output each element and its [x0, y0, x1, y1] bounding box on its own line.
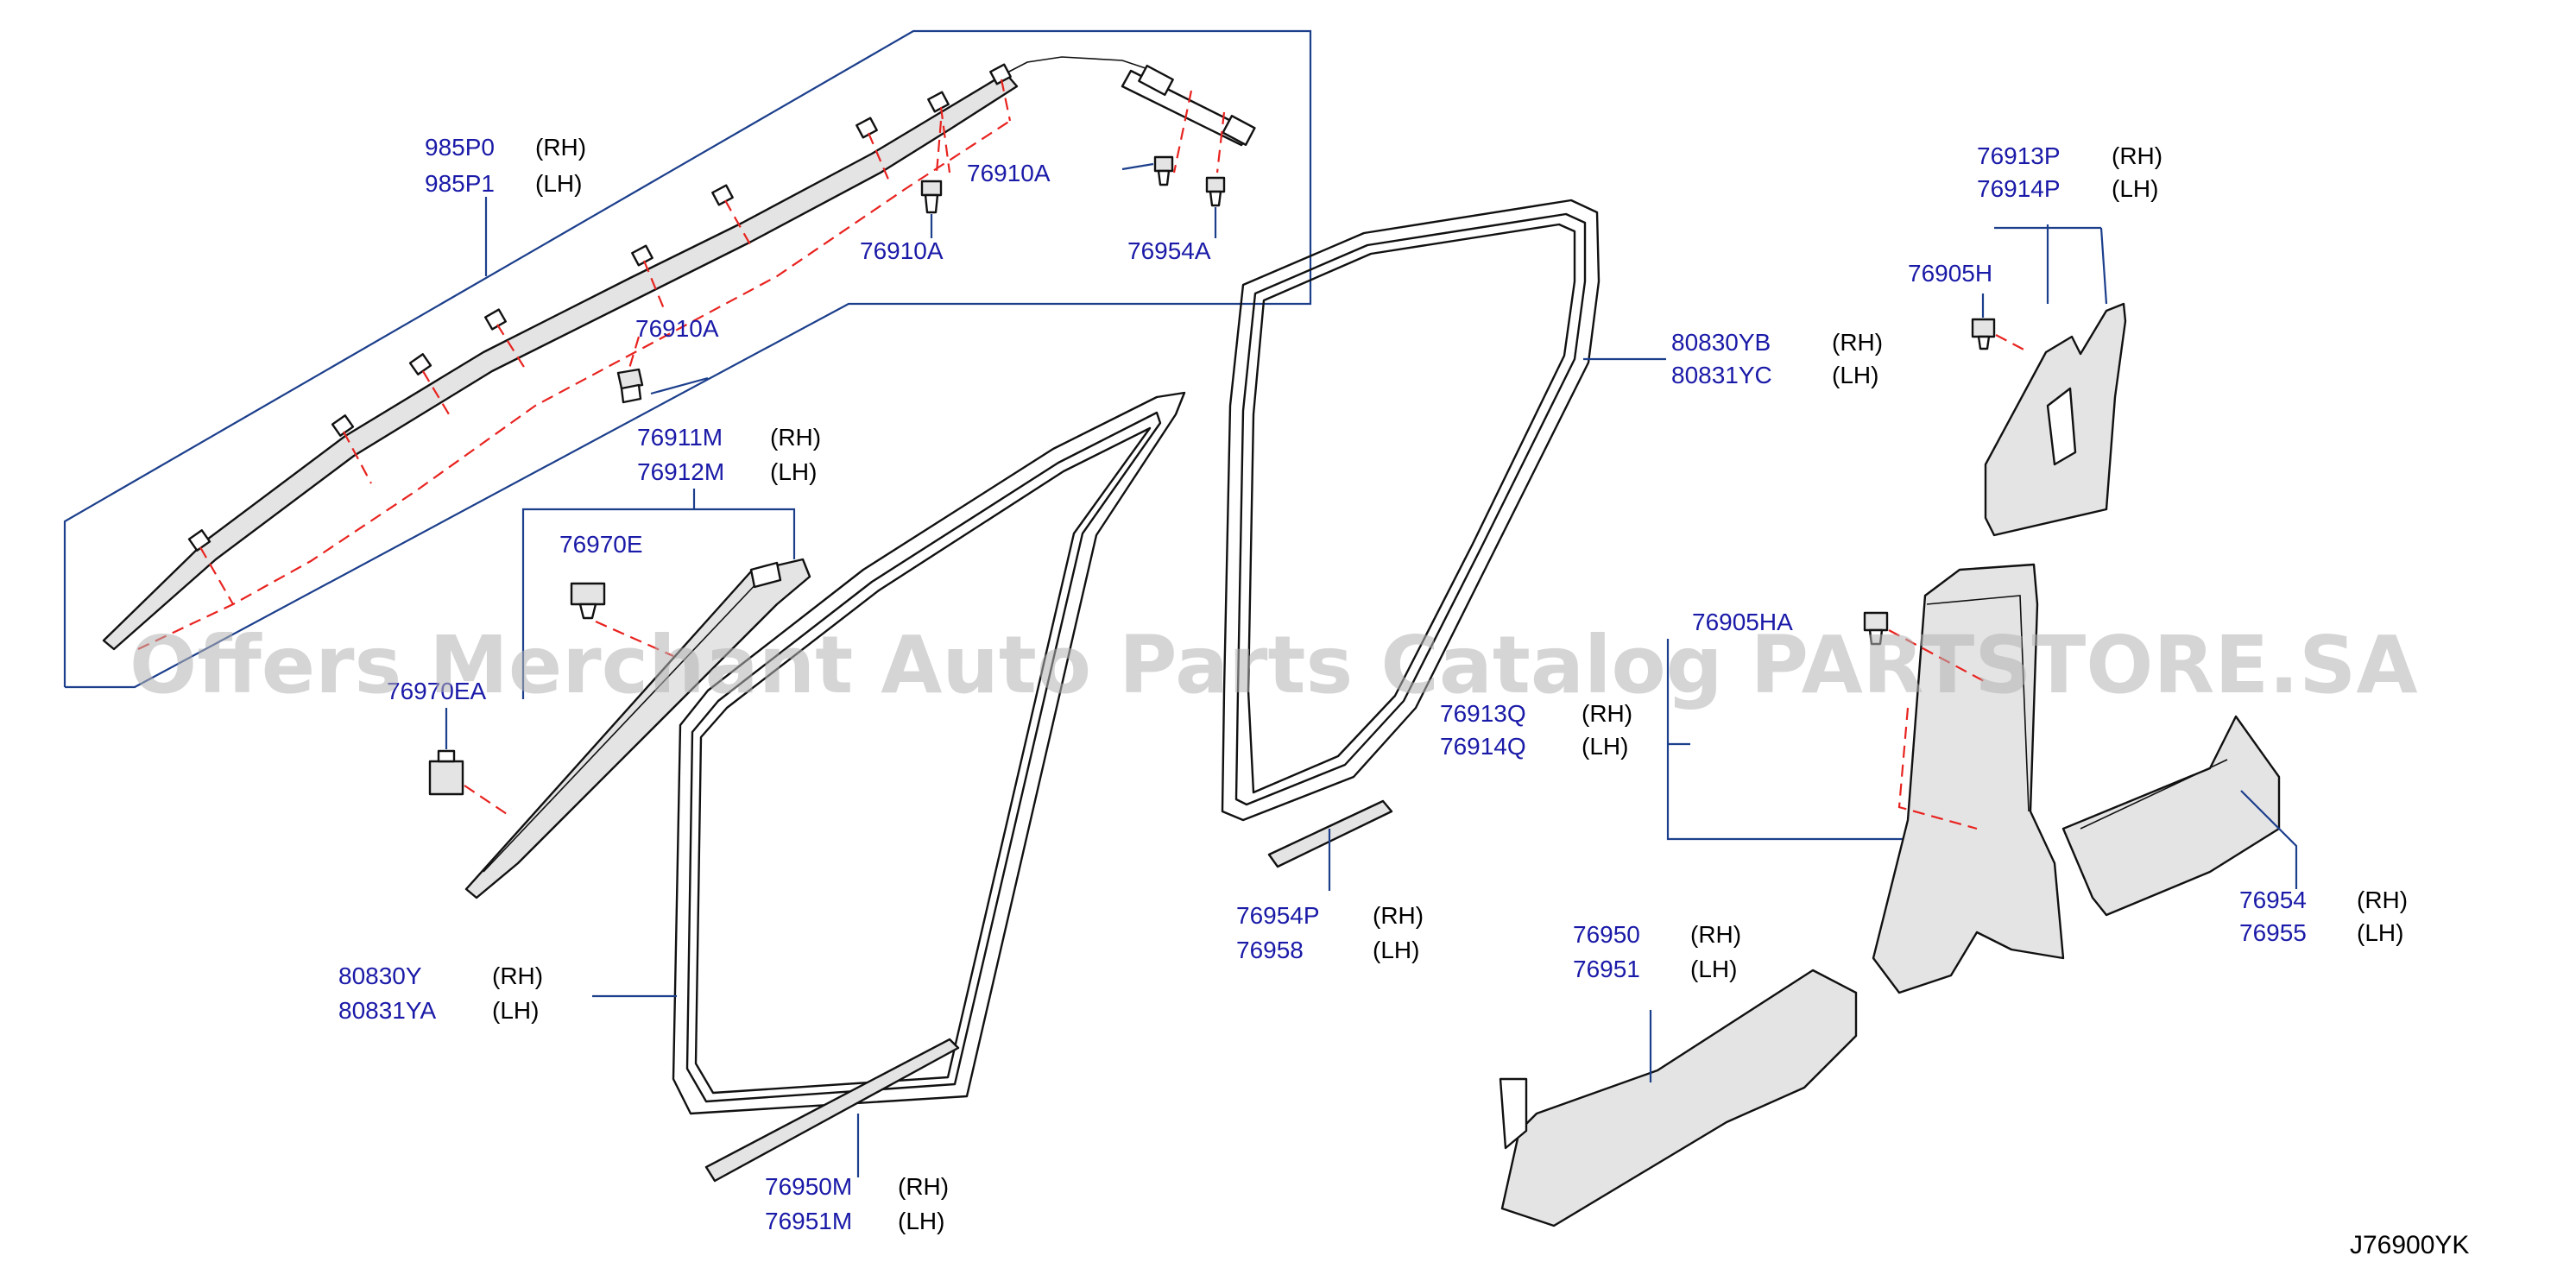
svg-text:(RH): (RH): [492, 962, 543, 989]
callout-76913P: 76913P (RH) 76914P (LH): [1977, 142, 2162, 202]
front-seal-group: [592, 391, 1186, 1183]
front-door-seal-80830Y[interactable]: [672, 391, 1186, 1115]
clip-76910A-lower[interactable]: [920, 180, 943, 214]
a-pillar-group: [428, 489, 811, 899]
svg-text:76954: 76954: [2239, 887, 2307, 913]
rear-seal-group: [1221, 199, 1666, 891]
curtain-airbag-985P0[interactable]: [102, 72, 1019, 651]
svg-text:76914P: 76914P: [1977, 175, 2061, 202]
rear-kick-plate-76954[interactable]: [2061, 715, 2281, 917]
callout-76950: 76950 (RH) 76951 (LH): [1573, 921, 1741, 982]
svg-text:(LH): (LH): [1832, 362, 1878, 388]
airbag-group-box: [63, 29, 1312, 689]
diagram-code: J76900YK: [2350, 1231, 2469, 1259]
svg-text:(RH): (RH): [1582, 700, 1632, 727]
svg-text:(RH): (RH): [1373, 902, 1424, 929]
svg-text:(RH): (RH): [1832, 329, 1883, 356]
svg-text:(RH): (RH): [770, 424, 821, 451]
svg-text:985P1: 985P1: [425, 170, 495, 197]
svg-text:(LH): (LH): [2112, 175, 2158, 202]
clip-76954A[interactable]: [1205, 176, 1226, 207]
b-pillar-lower-76913Q[interactable]: [1872, 563, 2065, 994]
svg-text:76958: 76958: [1236, 937, 1304, 963]
svg-text:(RH): (RH): [535, 134, 586, 161]
front-kick-plate-76950M[interactable]: [704, 1038, 960, 1183]
svg-text:76913P: 76913P: [1977, 142, 2061, 169]
svg-text:76951M: 76951M: [765, 1208, 852, 1234]
svg-text:76950: 76950: [1573, 921, 1640, 948]
svg-text:(LH): (LH): [1373, 937, 1419, 963]
callout-76950M: 76950M (RH) 76951M (LH): [765, 1173, 949, 1234]
svg-text:76954P: 76954P: [1236, 902, 1320, 929]
svg-text:80830YB: 80830YB: [1671, 329, 1771, 356]
callout-80830YB: 80830YB (RH) 80831YC (LH): [1671, 329, 1883, 388]
watermark: Offers Merchant Auto Parts Catalog PARTS…: [129, 619, 2418, 711]
svg-text:(LH): (LH): [2357, 919, 2403, 946]
b-pillar-group: [1666, 224, 2127, 994]
svg-text:(RH): (RH): [2357, 887, 2408, 913]
callout-76970E: 76970E: [559, 531, 643, 558]
callout-76954: 76954 (RH) 76955 (LH): [2239, 887, 2408, 946]
svg-text:(LH): (LH): [770, 458, 817, 485]
callout-80830Y: 80830Y (RH) 80831YA (LH): [338, 962, 543, 1024]
callout-76913Q: 76913Q (RH) 76914Q (LH): [1440, 700, 1632, 760]
svg-text:76914Q: 76914Q: [1440, 733, 1526, 760]
front-kick-plate-76950[interactable]: [1500, 969, 1858, 1227]
svg-text:76912M: 76912M: [637, 458, 724, 485]
clip-76910A-middle[interactable]: [616, 368, 644, 404]
svg-text:(LH): (LH): [535, 170, 582, 197]
svg-text:(RH): (RH): [2112, 142, 2162, 169]
callout-76905HA: 76905HA: [1692, 609, 1793, 635]
svg-text:80830Y: 80830Y: [338, 962, 422, 989]
svg-text:80831YC: 80831YC: [1671, 362, 1772, 388]
svg-text:(RH): (RH): [898, 1173, 949, 1200]
airbag-group: [63, 29, 1312, 689]
callout-76910A-lower: 76910A: [860, 237, 944, 264]
clip-76910A-upper[interactable]: [1153, 155, 1174, 186]
svg-text:76911M: 76911M: [637, 424, 723, 451]
a-pillar-garnish-76911M[interactable]: [464, 558, 811, 899]
callout-76910A-middle: 76910A: [635, 315, 719, 342]
svg-text:76913Q: 76913Q: [1440, 700, 1526, 727]
front-kick-group: [1499, 969, 1858, 1227]
clip-76905HA[interactable]: [1863, 611, 1889, 646]
callout-76911M: 76911M (RH) 76912M (LH): [637, 424, 821, 485]
clip-76905H[interactable]: [1971, 318, 1996, 350]
callout-76910A-upper: 76910A: [967, 160, 1051, 186]
callout-76954P: 76954P (RH) 76958 (LH): [1236, 902, 1424, 963]
svg-text:(LH): (LH): [492, 997, 539, 1024]
callout-76970EA: 76970EA: [387, 678, 487, 704]
svg-text:76951: 76951: [1573, 956, 1640, 982]
rear-door-seal-80830YB[interactable]: [1221, 199, 1601, 822]
callout-985P0: 985P0 (RH) 985P1 (LH): [425, 134, 586, 197]
svg-text:(RH): (RH): [1690, 921, 1741, 948]
clip-76970E[interactable]: [570, 582, 606, 620]
clip-76970EA[interactable]: [428, 749, 464, 796]
callout-76954A: 76954A: [1127, 237, 1211, 264]
svg-text:76955: 76955: [2239, 919, 2307, 946]
svg-text:985P0: 985P0: [425, 134, 495, 161]
svg-text:80831YA: 80831YA: [338, 997, 436, 1024]
svg-text:(LH): (LH): [1582, 733, 1628, 760]
callout-76905H: 76905H: [1908, 260, 1992, 287]
rear-kick-group: [2061, 715, 2298, 917]
svg-text:76950M: 76950M: [765, 1173, 852, 1200]
svg-text:(LH): (LH): [898, 1208, 944, 1234]
svg-text:(LH): (LH): [1690, 956, 1737, 982]
